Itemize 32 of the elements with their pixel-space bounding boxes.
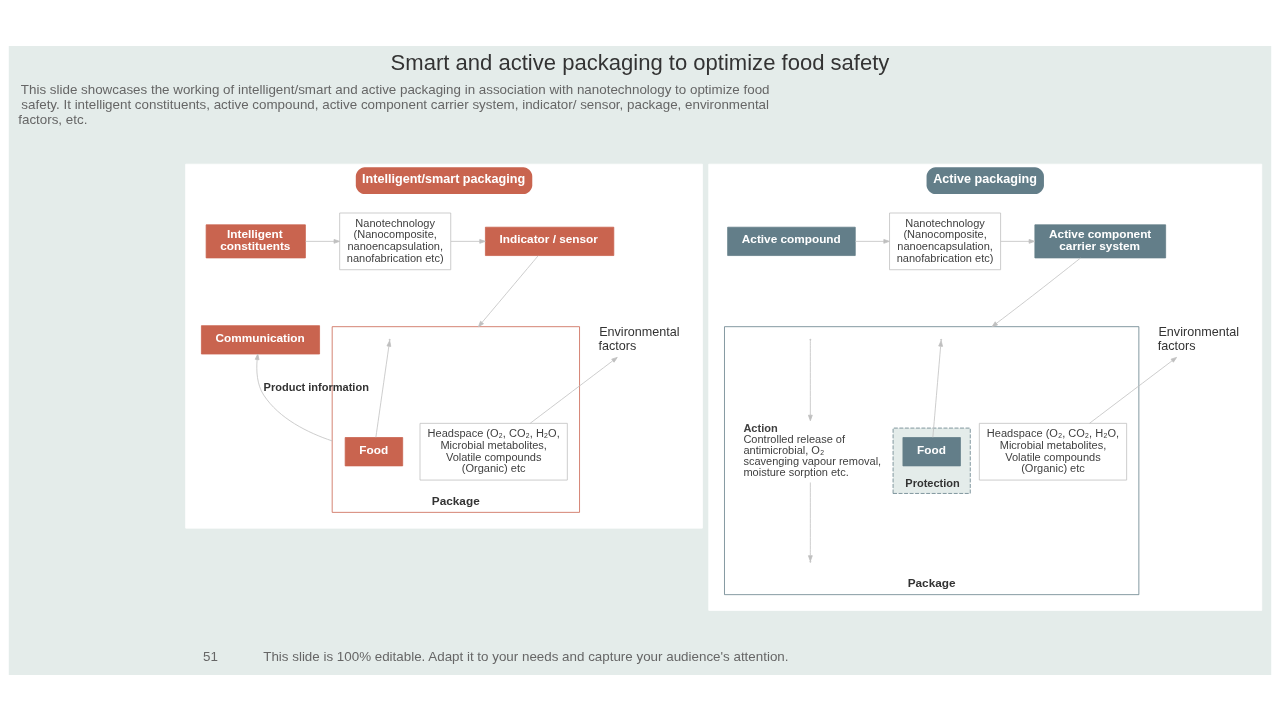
arrow xyxy=(375,339,392,438)
arrow xyxy=(254,353,333,441)
arrow xyxy=(991,257,1081,327)
node-box: Active compound xyxy=(727,226,856,256)
edge-label: Product information xyxy=(263,380,369,393)
arrow xyxy=(808,339,813,421)
diagram-title: Smart and active packaging to optimize food safety xyxy=(390,49,890,75)
arrow xyxy=(854,238,890,244)
arrow xyxy=(1089,356,1177,424)
node-box: Food xyxy=(902,436,961,466)
node-box: Communication xyxy=(201,324,320,354)
label: This slide showcases the working of intelligent/smart and active packaging in association with nanotechnology to optimize food safety. It intelligent constituents, active compound, active component carrier system, indicator/ sensor, package, environmental factors, etc. xyxy=(18,81,770,127)
arrow xyxy=(478,254,539,327)
label: This slide is 100% editable. Adapt it to your needs and capture your audience's attention. xyxy=(263,648,789,664)
node-box: Active component carrier system xyxy=(1034,223,1167,258)
arrow xyxy=(529,356,618,424)
node-box: Indicator / sensor xyxy=(485,226,615,256)
arrow xyxy=(808,481,813,562)
arrow xyxy=(450,238,486,244)
node-box: Nanotechnology (Nanocomposite, nanoencapsulation, nanofabrication etc) xyxy=(889,212,1001,270)
node-box: Nanotechnology (Nanocomposite, nanoencapsulation, nanofabrication etc) xyxy=(339,212,452,270)
arrow xyxy=(1000,238,1036,244)
node-text: Action Controlled release of antimicrobial, O₂ scavenging vapour removal, moisture sorption etc. xyxy=(743,421,882,478)
label: 51 xyxy=(202,648,218,664)
node-text: Environmental factors xyxy=(1157,324,1239,353)
node-box: Intelligent constituents xyxy=(205,223,306,258)
node-box: Headspace (O₂, CO₂, H₂O, Microbial metabolites, Volatile compounds (Organic) etc xyxy=(419,422,568,480)
arrow xyxy=(305,238,340,244)
node-box: Headspace (O₂, CO₂, H₂O, Microbial metabolites, Volatile compounds (Organic) etc xyxy=(978,422,1128,480)
arrow xyxy=(932,339,943,438)
node-box: Food xyxy=(344,436,404,466)
node-text: Environmental factors xyxy=(598,324,680,353)
